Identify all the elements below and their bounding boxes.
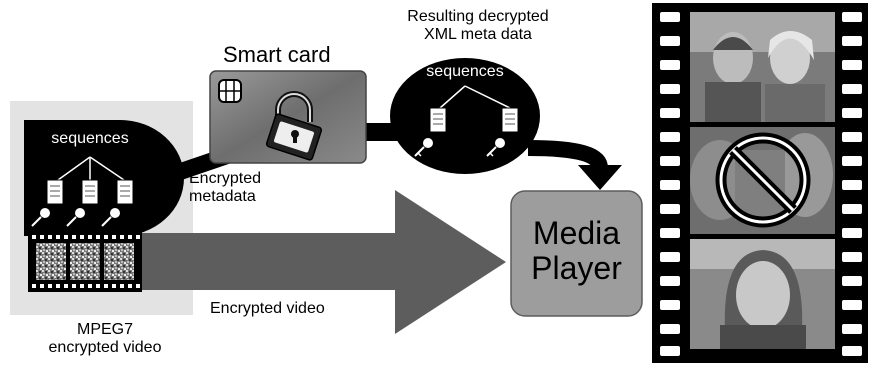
encrypted-video-label: Encrypted video	[210, 300, 325, 317]
curved-arrow-head	[578, 165, 622, 190]
document-icon-left-1	[46, 179, 64, 205]
curved-arrow	[527, 140, 608, 170]
key-icon-left-1	[31, 208, 50, 227]
mpeg7-label: MPEG7 encrypted video	[25, 321, 185, 358]
document-icon-left-3	[116, 179, 134, 205]
sequences-top-label: sequences	[426, 63, 504, 80]
key-icon-left-3	[101, 208, 120, 227]
output-film-strip	[652, 3, 868, 363]
key-icon-left-2	[66, 208, 85, 227]
encrypted-metadata-label: Encrypted metadata	[189, 170, 261, 207]
mpeg7-line2: encrypted video	[48, 339, 162, 357]
media-player-line2: Player	[531, 250, 622, 287]
smart-card-label: Smart card	[223, 42, 331, 67]
prohibited-icon	[715, 132, 811, 228]
resulting-metadata-line2: XML meta data	[424, 26, 532, 44]
resulting-metadata-label: Resulting decrypted XML meta data	[383, 8, 573, 45]
resulting-metadata-line1: Resulting decrypted	[407, 8, 549, 25]
chip-icon	[218, 79, 242, 103]
noise-frame-3	[104, 243, 134, 280]
document-icon-top-2	[501, 107, 519, 133]
document-icon-left-2	[81, 179, 99, 205]
encrypted-metadata-line1: Encrypted	[189, 170, 262, 187]
encrypted-metadata-oval	[24, 120, 184, 236]
sequences-left-label: sequences	[51, 130, 129, 147]
encrypted-video-arrow	[140, 190, 506, 334]
noise-frame-1	[36, 243, 66, 280]
encrypted-metadata-line2: metadata	[189, 188, 256, 206]
media-player-label: Media Player	[511, 215, 642, 287]
mpeg7-line1: MPEG7	[76, 321, 133, 338]
encrypted-film-strip	[28, 231, 142, 292]
film-frame-1	[690, 12, 835, 122]
padlock-icon	[265, 91, 323, 161]
media-player-box	[510, 190, 643, 317]
media-player-line1: Media	[532, 215, 621, 251]
tree-lines-top	[439, 85, 511, 109]
tree-lines-left	[57, 156, 125, 181]
noise-frame-2	[70, 243, 100, 280]
key-icon-top-2	[486, 138, 505, 157]
key-icon-top-1	[414, 138, 433, 157]
film-frame-3	[690, 239, 835, 349]
document-icon-top-1	[429, 107, 447, 133]
